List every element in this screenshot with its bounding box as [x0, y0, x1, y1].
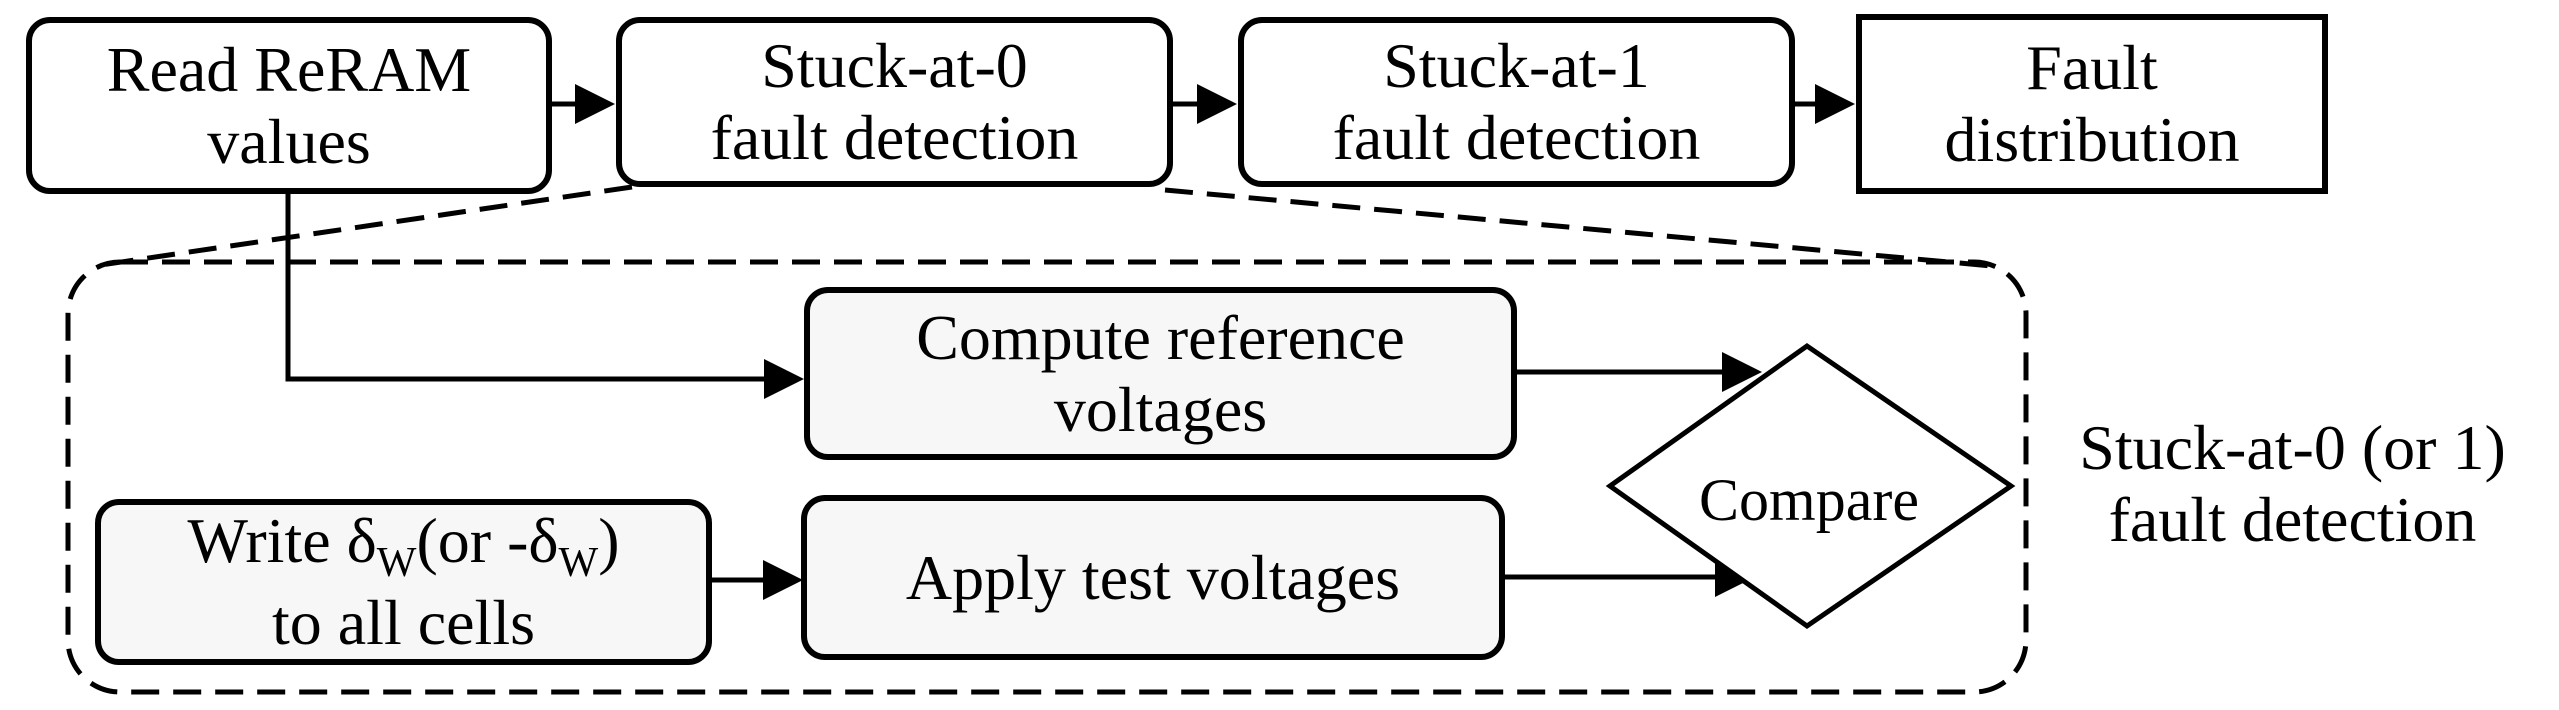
- apply-test-voltages-box: Apply test voltages: [801, 495, 1505, 660]
- write-word: Write: [187, 505, 347, 577]
- zoom-connector-left: [93, 184, 633, 269]
- fault-distribution-box: Fault distribution: [1856, 14, 2328, 194]
- stuck-at-fault-detection-label: Stuck-at-0 (or 1) fault detection: [2040, 412, 2545, 555]
- stuck-at-0-detection-line1: Stuck-at-0: [761, 30, 1028, 102]
- stuck-at-1-detection-line1: Stuck-at-1: [1383, 30, 1650, 102]
- stuck-at-fault-detection-line1: Stuck-at-0 (or 1): [2079, 412, 2506, 483]
- compute-reference-line1: Compute reference: [916, 301, 1405, 373]
- compare-diamond: [1605, 342, 2016, 630]
- zoom-connector-right: [1164, 187, 1993, 269]
- write-delta-line2: to all cells: [271, 587, 536, 659]
- detail-group-outline: [65, 259, 2029, 695]
- delta-subscript: W: [376, 540, 417, 587]
- stuck-at-1-detection-text: Stuck-at-1 fault detection: [1333, 30, 1701, 173]
- close-parenthesis: ): [598, 505, 620, 577]
- fault-distribution-line2: distribution: [1944, 104, 2240, 175]
- stuck-at-1-detection-line2: fault detection: [1332, 102, 1701, 173]
- read-reram-values-text: Read ReRAM values: [107, 34, 471, 177]
- compute-reference-voltages-text: Compute reference voltages: [916, 302, 1405, 445]
- fault-distribution-line1: Fault: [2026, 32, 2158, 104]
- delta-symbol: δ: [346, 505, 377, 577]
- stuck-at-0-detection-line2: fault detection: [710, 102, 1079, 173]
- write-delta-box: Write δW(or -δW) to all cells: [95, 499, 712, 665]
- compare-label: Compare: [1699, 466, 1919, 533]
- stuck-at-fault-detection-line2: fault detection: [2108, 483, 2477, 555]
- fault-distribution-text: Fault distribution: [1944, 32, 2239, 175]
- read-reram-values-box: Read ReRAM values: [26, 17, 552, 194]
- or-negative-text: (or -: [416, 505, 529, 577]
- stuck-at-0-detection-text: Stuck-at-0 fault detection: [711, 30, 1079, 173]
- stuck-at-0-detection-box: Stuck-at-0 fault detection: [616, 17, 1173, 187]
- arrow-read-to-compute: [285, 194, 804, 399]
- negative-delta-symbol: δ: [528, 505, 559, 577]
- stuck-at-1-detection-box: Stuck-at-1 fault detection: [1238, 17, 1795, 187]
- write-delta-line1: Write δW(or -δW): [188, 505, 620, 587]
- read-reram-values-line2: values: [207, 105, 371, 177]
- compute-reference-voltages-box: Compute reference voltages: [804, 287, 1517, 460]
- read-reram-values-line1: Read ReRAM: [106, 33, 472, 105]
- negative-delta-subscript: W: [558, 540, 599, 587]
- write-delta-text: Write δW(or -δW) to all cells: [188, 505, 620, 659]
- compute-reference-line2: voltages: [1053, 373, 1268, 445]
- apply-test-voltages-text: Apply test voltages: [905, 541, 1401, 613]
